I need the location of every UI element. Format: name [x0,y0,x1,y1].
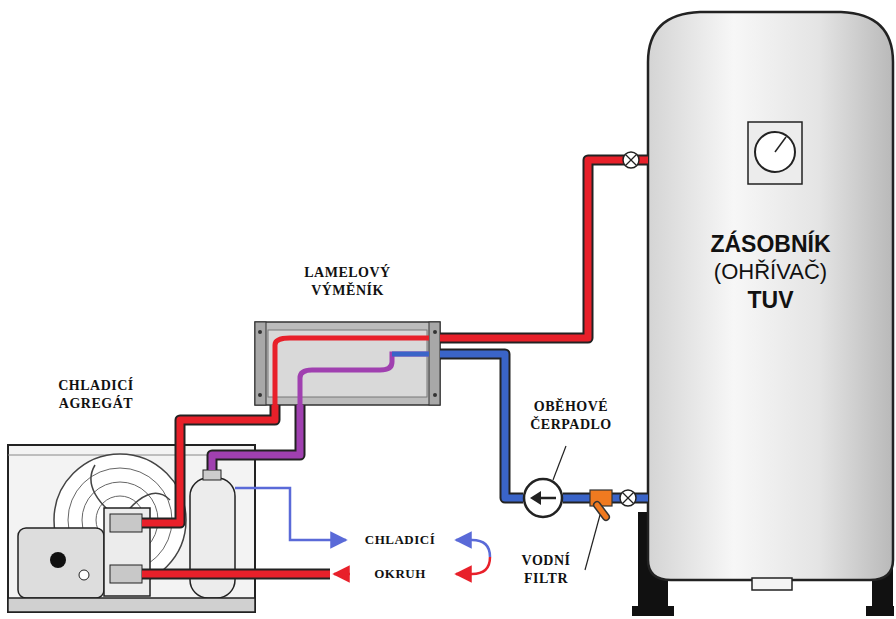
cooling-loop-lines [235,488,490,574]
pipe-outline [180,405,275,445]
pipe-fill [180,405,275,445]
valve-symbol [620,490,636,506]
label-block: CHLADICÍ AGREGÁT [38,377,154,413]
pipe-fill [440,160,648,338]
pipe-outline [563,493,590,504]
thermometer-dial [748,122,802,184]
condensing-unit [8,445,255,612]
node-text: VODNÍ FILTR [510,552,582,588]
label-block: LAMELOVÝ VÝMĚNÍK [287,264,408,300]
exchanger-node: LAMELOVÝ VÝMĚNÍK [255,322,440,405]
pump-symbol [524,479,562,517]
pipe-outline [440,160,648,338]
unit-pipes [142,445,330,574]
pipe-connector [255,405,300,455]
fin-exchanger [255,322,440,405]
circuit-label: CHLADICÍ [352,531,448,549]
tank-outlet [752,578,792,590]
leader-line [585,515,600,570]
tank-node: ZÁSOBNÍK(OHŘÍVAČ)TUV [648,12,893,580]
node-text: LAMELOVÝ VÝMĚNÍK [287,264,408,300]
pipe-fill [255,405,300,455]
label-block: VODNÍ FILTR [510,552,582,588]
node-text: TUV [648,286,893,314]
pipe-outline [255,405,300,455]
pump-node: OBĚHOVÉ ČERPADLO [523,478,563,518]
text-block: ZÁSOBNÍK(OHŘÍVAČ)TUV [648,12,893,314]
pipe-connector [180,405,275,445]
filter-symbol [590,490,612,517]
unit-node: CHLADICÍ AGREGÁT [8,445,255,612]
filter-node: VODNÍ FILTR [590,488,612,510]
label-block: OBĚHOVÉ ČERPADLO [515,398,627,434]
pipe-connector [440,160,648,338]
node-text: OBĚHOVÉ ČERPADLO [515,398,627,434]
pipe-fill [440,354,523,498]
pipe-outline [440,354,523,498]
tank-body [648,12,893,580]
node-text: ZÁSOBNÍK [648,230,893,258]
pipe-connector [440,354,523,498]
pipe-connector [563,498,590,499]
circuit-label: OKRUH [352,565,448,583]
valve-symbol [623,152,639,168]
node-text: CHLADICÍ AGREGÁT [38,377,154,413]
node-text: (OHŘÍVAČ) [648,258,893,286]
leader-line [553,446,566,480]
pipe-fill [563,495,590,502]
